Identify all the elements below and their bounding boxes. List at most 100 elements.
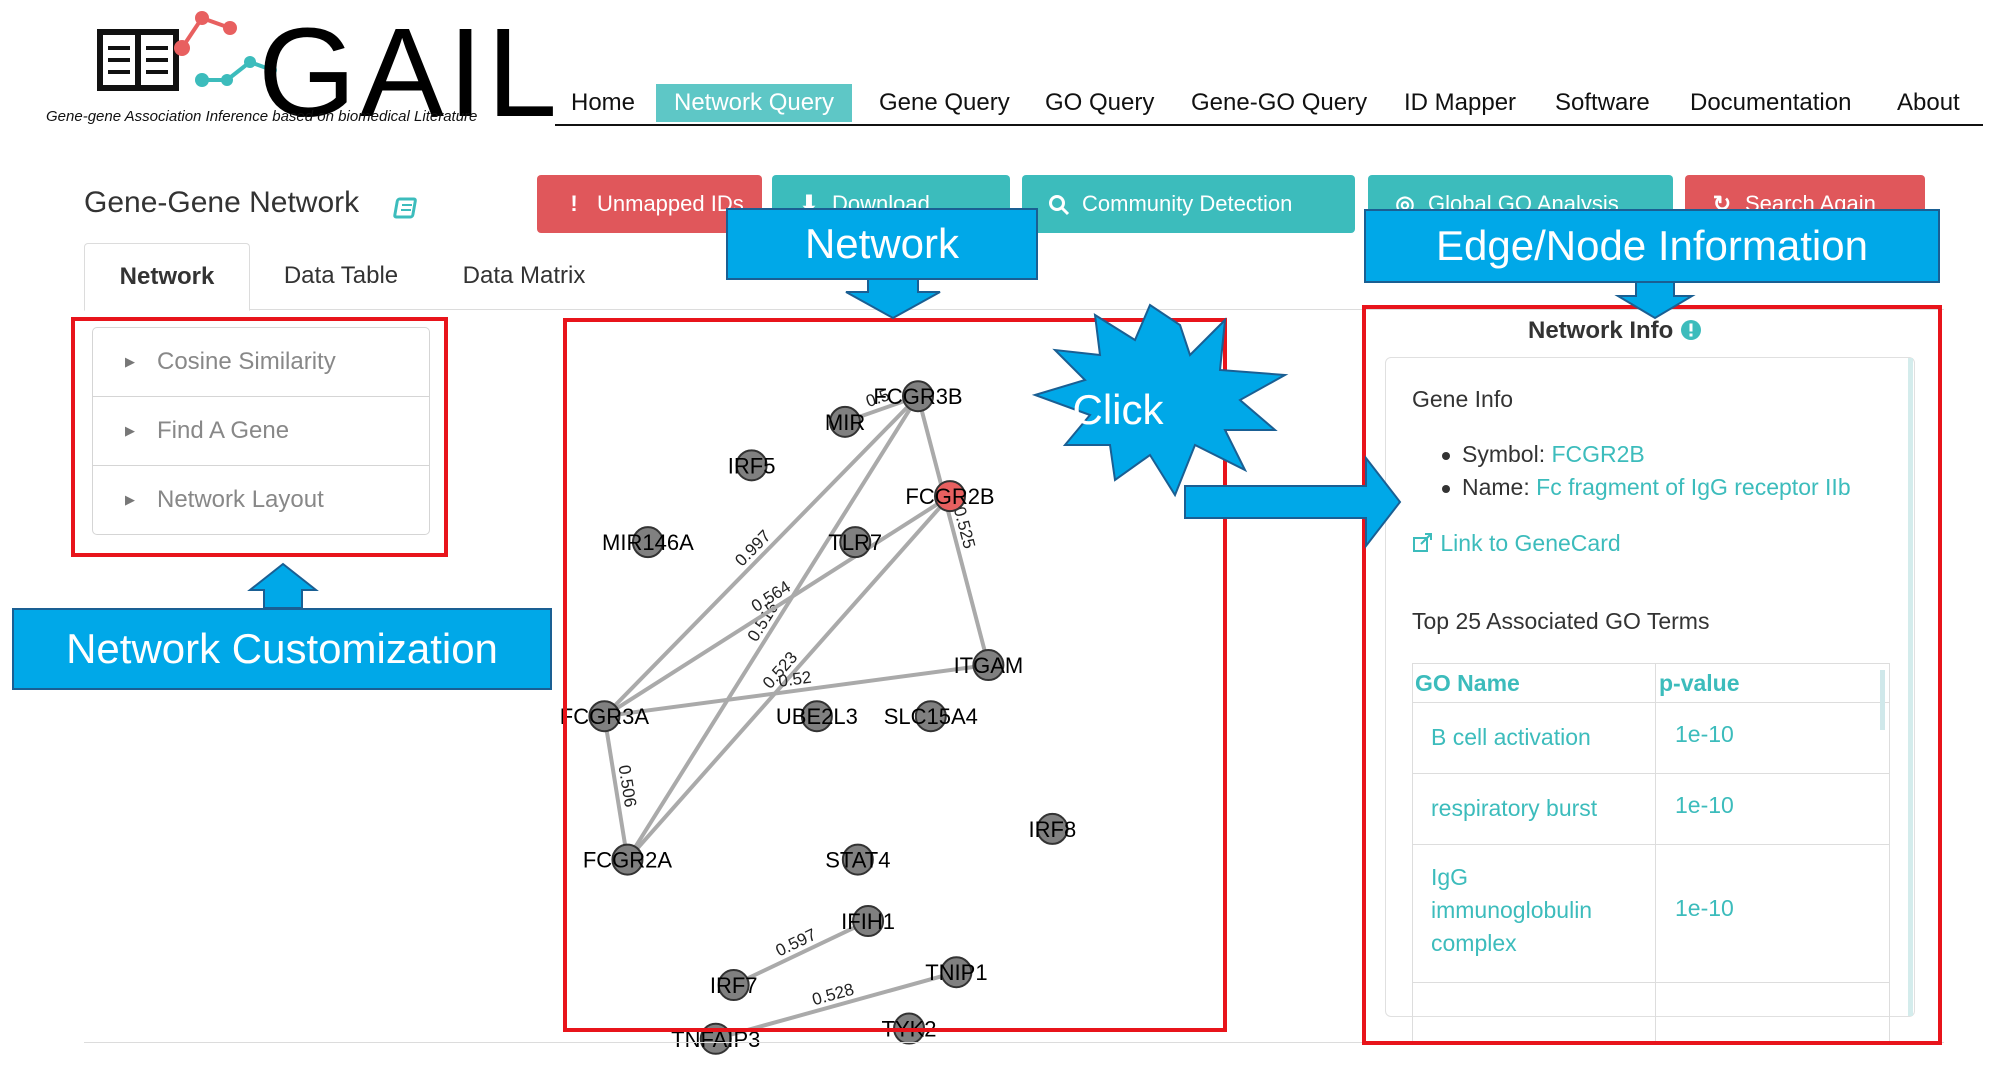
network-edge[interactable] [732, 919, 869, 987]
symbol-link[interactable]: FCGR2B [1551, 441, 1645, 467]
panel-scrollbar[interactable] [1908, 358, 1913, 1016]
column-divider [1655, 664, 1656, 1044]
nav-gene-go-query[interactable]: Gene-GO Query [1191, 89, 1368, 116]
table-row[interactable]: B cell activation 1e-10 [1413, 702, 1889, 773]
network-customization-callout: Network Customization [12, 608, 552, 690]
network-edge[interactable] [916, 395, 991, 666]
gene-node[interactable] [841, 843, 874, 876]
go-name-header[interactable]: GO Name [1415, 670, 1520, 696]
customization-highlight-box [71, 317, 448, 557]
click-callout-text: Click [1072, 386, 1164, 433]
gene-node-label: IFIH1 [841, 909, 895, 934]
gene-node[interactable] [717, 969, 750, 1002]
gene-node-label: ITGAM [954, 653, 1024, 678]
gene-node[interactable] [800, 700, 833, 733]
search-icon [1049, 195, 1070, 216]
network-graph[interactable]: 0.9970.5160.5250.50.5640.5230.520.5060.5… [560, 322, 1226, 1055]
nav-home[interactable]: Home [571, 89, 636, 116]
table-row[interactable]: IgG immunoglobulin complex 1e-10 [1413, 844, 1889, 982]
logo-subtitle: Gene-gene Association Inference based on… [46, 108, 478, 125]
gene-node[interactable] [611, 843, 644, 876]
gene-node[interactable] [735, 449, 768, 482]
gene-node-label: TLR7 [828, 530, 882, 555]
network-edge[interactable] [625, 395, 920, 861]
gene-node-label: SLC15A4 [884, 704, 978, 729]
network-edge[interactable] [604, 663, 989, 719]
accordion-network-layout[interactable]: ▶ Network Layout [93, 466, 429, 534]
nav-about[interactable]: About [1897, 89, 1960, 116]
go-name-cell[interactable]: respiratory burst [1431, 795, 1598, 821]
customization-up-arrow [247, 562, 319, 609]
accordion-label: Network Layout [157, 486, 324, 513]
page-title: Gene-Gene Network [84, 186, 360, 219]
go-name-cell[interactable]: B cell activation [1431, 724, 1591, 750]
logo[interactable] [40, 0, 560, 130]
table-row[interactable]: respiratory burst 1e-10 [1413, 773, 1889, 844]
book-icon[interactable] [393, 197, 420, 221]
genecard-link[interactable]: Link to GeneCard [1412, 530, 1621, 557]
gene-node-label: MIR [825, 410, 865, 435]
nav-documentation[interactable]: Documentation [1690, 89, 1852, 116]
network-edge[interactable] [603, 494, 952, 718]
edge-node-info-callout: Edge/Node Information [1364, 209, 1940, 283]
tab-network[interactable]: Network [84, 243, 250, 311]
p-value-cell: 1e-10 [1675, 721, 1734, 747]
gene-node[interactable] [940, 956, 973, 989]
network-edge[interactable] [715, 970, 957, 1041]
nav-gene-query[interactable]: Gene Query [879, 89, 1010, 116]
nav-go-query[interactable]: GO Query [1045, 89, 1155, 116]
go-terms-title: Top 25 Associated GO Terms [1412, 608, 1710, 634]
community-detection-button[interactable]: Community Detection [1022, 175, 1355, 233]
go-name-cell[interactable]: IgG immunoglobulin complex [1431, 864, 1593, 956]
gene-node[interactable] [631, 526, 664, 559]
exclamation-icon: ! [570, 191, 578, 216]
right-arrow [1184, 455, 1402, 549]
nav-id-mapper[interactable]: ID Mapper [1404, 89, 1517, 116]
symbol-label: Symbol: [1462, 441, 1546, 467]
p-value-header[interactable]: p-value [1659, 670, 1740, 696]
nav-software[interactable]: Software [1555, 89, 1650, 116]
table-row[interactable] [1413, 982, 1889, 1045]
gene-node[interactable] [1036, 812, 1069, 845]
go-terms-table: GO Name p-value B cell activation 1e-10 … [1412, 663, 1890, 1045]
network-down-arrow [845, 273, 941, 320]
gene-node-label: TNIP1 [925, 960, 987, 985]
gene-node-label: IRF8 [1029, 817, 1077, 842]
gene-node-label: MIR146A [602, 530, 694, 555]
info-icon[interactable] [1680, 319, 1702, 341]
main-nav: Home Network Query Gene Query GO Query G… [555, 84, 1983, 126]
network-highlight-box [563, 318, 1227, 1032]
table-scrollbar[interactable] [1880, 670, 1885, 730]
accordion-find-a-gene[interactable]: ▶ Find A Gene [93, 397, 429, 466]
network-info-title: Network Info [1380, 317, 1850, 345]
network-edge[interactable] [625, 494, 952, 861]
gene-node[interactable] [902, 380, 934, 413]
accordion-cosine-similarity[interactable]: ▶ Cosine Similarity [93, 328, 429, 397]
gene-node[interactable] [839, 526, 872, 559]
selected-gene-node[interactable] [934, 480, 966, 513]
unmapped-ids-button[interactable]: ! Unmapped IDs [537, 175, 762, 233]
tab-data-table[interactable]: Data Table [283, 262, 399, 289]
gene-node[interactable] [914, 700, 947, 733]
network-callout: Network [726, 208, 1038, 280]
nav-network-query[interactable]: Network Query [656, 84, 853, 122]
p-value-cell: 1e-10 [1675, 792, 1734, 818]
accordion-label: Cosine Similarity [157, 348, 336, 375]
gene-node-label: STAT4 [825, 848, 890, 873]
external-link-icon [1413, 533, 1432, 552]
network-edge[interactable] [602, 715, 630, 860]
gene-node-label: IRF5 [728, 453, 776, 478]
network-edge[interactable] [602, 394, 920, 718]
unmapped-ids-label: Unmapped IDs [597, 191, 744, 216]
tab-data-matrix[interactable]: Data Matrix [462, 262, 586, 289]
caret-right-icon: ▶ [125, 423, 135, 438]
gene-node[interactable] [588, 700, 621, 733]
genecard-link-label: Link to GeneCard [1440, 530, 1621, 556]
click-burst [1031, 303, 1289, 498]
gene-node[interactable] [829, 405, 862, 438]
book-network-logo-icon [97, 11, 277, 91]
name-link[interactable]: Fc fragment of IgG receptor IIb [1536, 474, 1851, 500]
gene-node[interactable] [972, 649, 1005, 682]
gene-node[interactable] [852, 905, 885, 938]
